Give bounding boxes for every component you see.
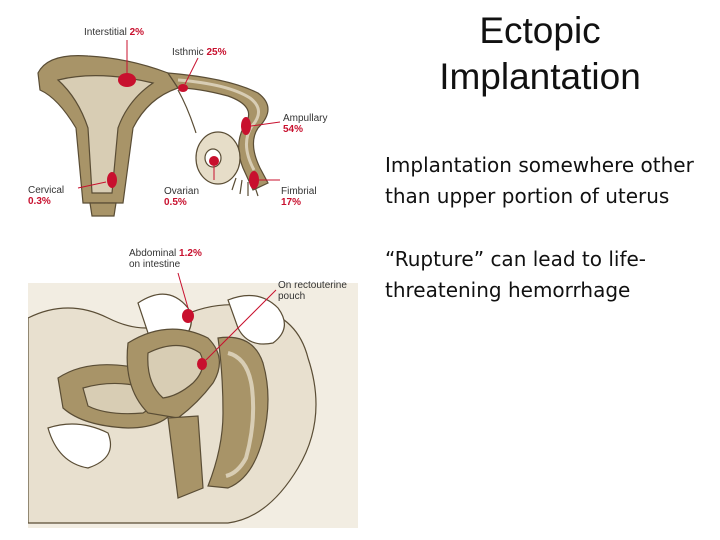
- slide-title: Ectopic Implantation: [400, 8, 680, 100]
- abdominal-label: Abdominal 1.2%on intestine: [129, 248, 202, 270]
- implant-sites-upper: [107, 73, 259, 189]
- implant-sites-lower: [182, 309, 207, 370]
- fimbrial-implant: [249, 171, 259, 189]
- bullet-item: Implantation somewhere other than upper …: [385, 153, 694, 208]
- interstitial-implant: [118, 73, 136, 87]
- isthmic-label: Isthmic 25%: [172, 47, 227, 58]
- title-line-2: Implantation: [439, 56, 641, 97]
- bullet-list: Implantation somewhere other than upper …: [385, 150, 695, 338]
- leader-lines-lower: [177, 272, 277, 361]
- isthmic-implant: [178, 84, 188, 92]
- bullet-item: “Rupture” can lead to life-threatening h…: [385, 247, 647, 302]
- ovarian-implant: [209, 156, 219, 166]
- cervical-implant: [107, 172, 117, 188]
- leader-lines-upper: [77, 40, 281, 189]
- uterus-tube-drawing: [37, 55, 269, 217]
- interstitial-label: Interstitial 2%: [84, 27, 145, 38]
- abdominal-implant: [182, 309, 194, 323]
- anatomy-drawing: [28, 40, 358, 528]
- title-line-1: Ectopic: [479, 10, 601, 51]
- pelvis-drawing: [28, 283, 358, 528]
- ampullary-implant: [241, 117, 251, 135]
- rectouterine-implant: [197, 358, 207, 370]
